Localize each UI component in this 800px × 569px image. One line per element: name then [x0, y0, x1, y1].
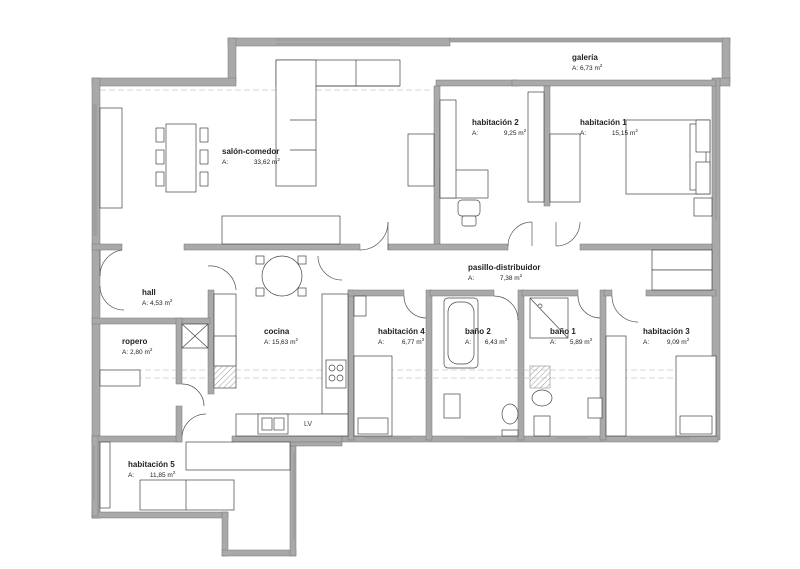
windows [93, 39, 720, 540]
room-salon-comedor: salón-comedor A: 33,62 m2 [222, 147, 280, 167]
doors [99, 221, 639, 437]
room-habitacion-3: habitación 3 A: 9,09 m2 [643, 327, 690, 347]
room-cocina: cocina A: 15,63 m2 [264, 327, 298, 347]
room-bano-2: baño 2 A: 6,43 m2 [465, 327, 508, 347]
room-ropero: ropero A: 2,80 m2 [122, 337, 153, 357]
room-galeria: galería A: 6,73 m2 [572, 53, 603, 73]
round-table [261, 255, 303, 297]
sideboard [99, 107, 123, 209]
room-hall: hall A: 4,53 m2 [142, 288, 173, 308]
furniture [99, 59, 717, 511]
bed-hab5 [139, 479, 235, 511]
room-habitacion-5: habitación 5 A: 11,85 m2 [128, 460, 176, 480]
walls [91, 37, 731, 557]
kitchen-counter-right [321, 293, 349, 415]
console [221, 215, 341, 245]
room-habitacion-2: habitación 2 A: 9,25 m2 [472, 118, 527, 138]
hatched-columns [213, 365, 551, 389]
wardrobe-hab1 [527, 91, 545, 203]
washing-machine-label: LV [304, 421, 313, 428]
room-pasillo-distribuidor: pasillo-distribuidor A: 7,38 m2 [468, 263, 541, 283]
room-habitacion-4: habitación 4 A: 6,77 m2 [378, 327, 425, 347]
wardrobe-hab2 [407, 133, 435, 187]
room-bano-1: baño 1 A: 5,89 m2 [550, 327, 593, 347]
room-habitacion-1: habitación 1 A: 15,15 m2 [580, 118, 638, 138]
dining-table [165, 123, 197, 193]
